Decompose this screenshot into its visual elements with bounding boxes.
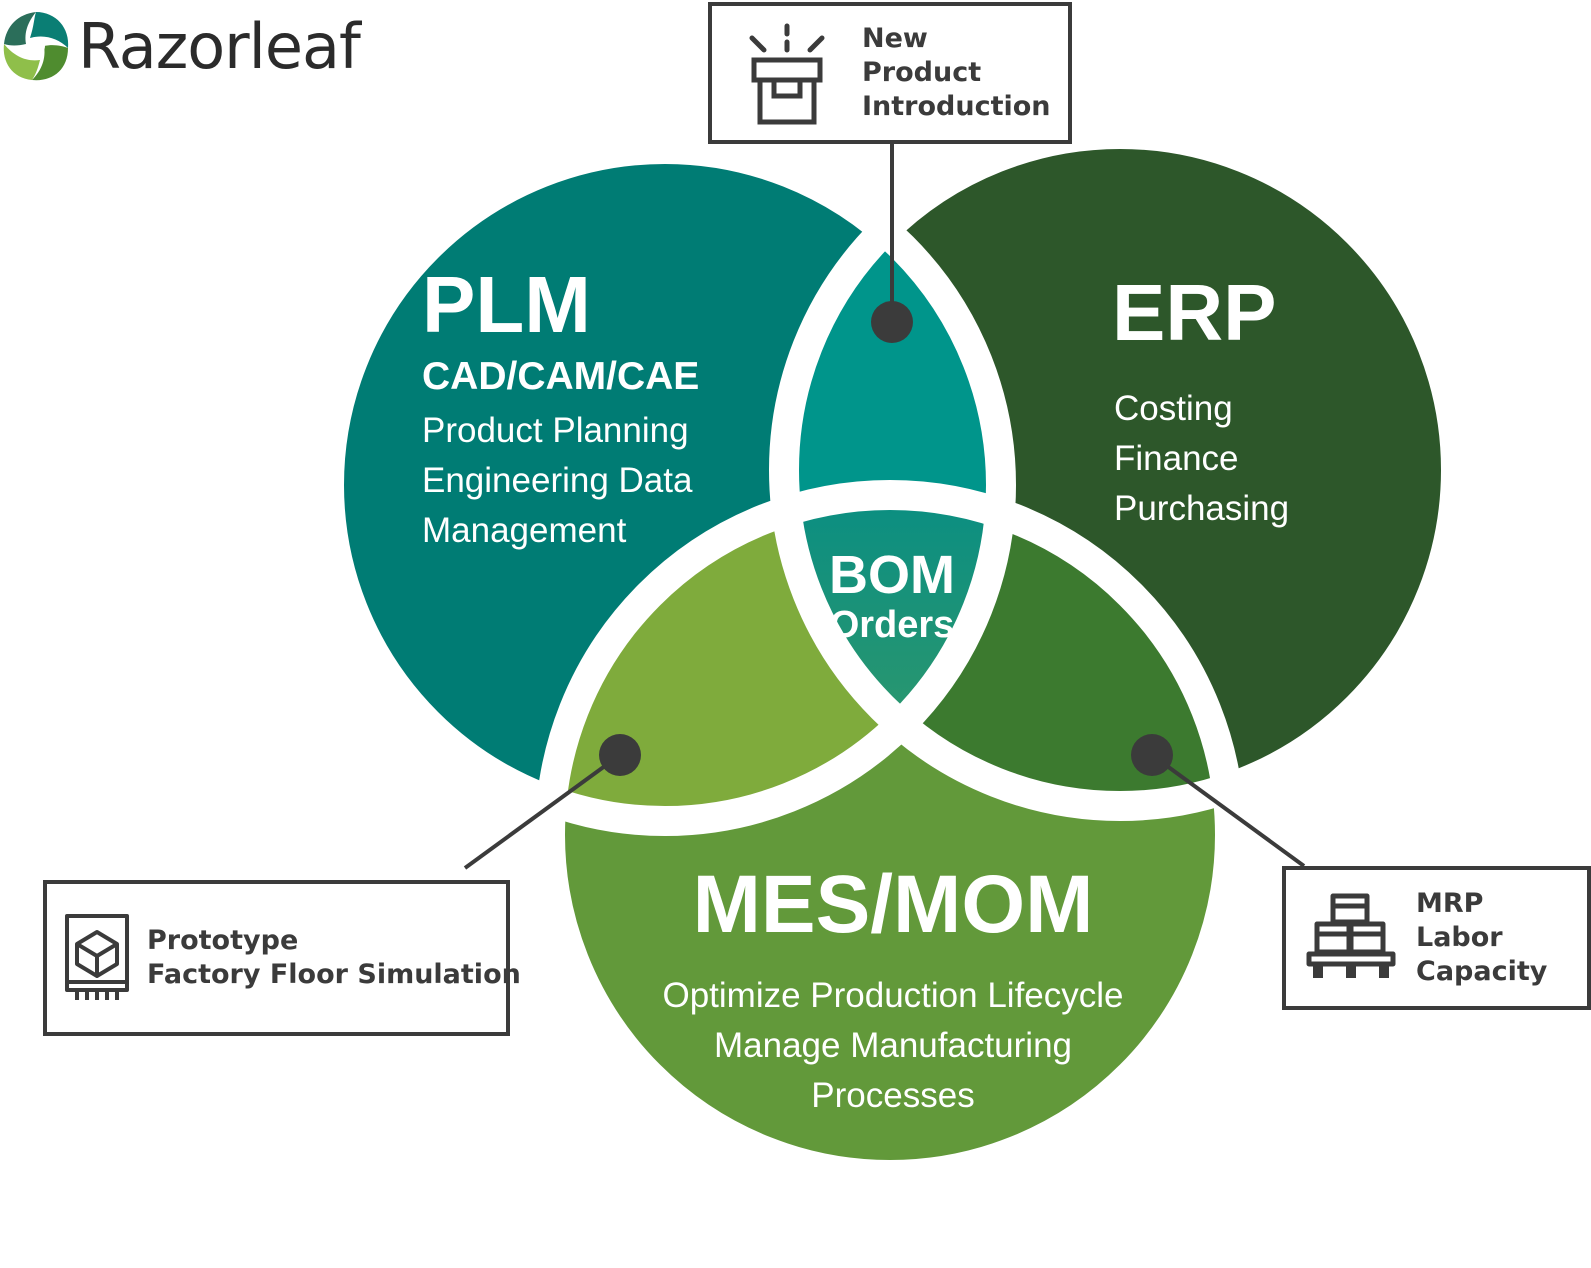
mrp-label-line-3: Capacity <box>1416 956 1548 987</box>
prototype-label: Prototype Factory Floor Simulation <box>147 924 521 992</box>
center-line-1: BOM <box>829 545 955 605</box>
pallet-boxes-icon <box>1286 888 1416 988</box>
npi-label: New Product Introduction <box>862 22 1051 124</box>
plm-title: PLM <box>422 260 591 349</box>
brand-logo: Razorleaf <box>0 8 361 84</box>
plm-line-2: Engineering Data <box>422 461 693 500</box>
erp-title: ERP <box>1112 268 1277 357</box>
leaf-logo-icon <box>3 12 69 81</box>
mrp-label-line-2: Labor <box>1416 922 1503 953</box>
mrp-label: MRP Labor Capacity <box>1416 887 1547 989</box>
center-line-2: Orders <box>830 604 955 646</box>
plm-circle-outline <box>314 134 1016 836</box>
mes-circle-outline <box>535 480 1245 1190</box>
mrp-connector-dot <box>1131 734 1173 776</box>
mes-line-3: Processes <box>811 1076 974 1115</box>
brand-name: Razorleaf <box>78 9 361 83</box>
prototype-label-line-1: Prototype <box>147 925 299 956</box>
npi-label-line-3: Introduction <box>862 91 1051 122</box>
npi-label-line-2: Product <box>862 57 982 88</box>
erp-line-2: Finance <box>1114 439 1239 478</box>
mrp-label-line-1: MRP <box>1416 888 1484 919</box>
mes-line-2: Manage Manufacturing <box>714 1026 1072 1065</box>
npi-label-line-1: New <box>862 23 928 54</box>
plm-subtitle: CAD/CAM/CAE <box>422 355 699 398</box>
open-box-icon <box>712 18 862 128</box>
erp-line-3: Purchasing <box>1114 489 1289 528</box>
mes-line-1: Optimize Production Lifecycle <box>662 976 1123 1015</box>
3d-cube-print-icon <box>47 910 147 1006</box>
plm-line-3: Management <box>422 511 627 550</box>
prototype-connector-line <box>463 753 622 870</box>
mes-title: MES/MOM <box>693 859 1094 950</box>
erp-line-1: Costing <box>1114 389 1233 428</box>
npi-connector-dot <box>871 301 913 343</box>
erp-mes-overlap <box>784 495 1230 806</box>
mrp-callout: MRP Labor Capacity <box>1282 866 1591 1010</box>
erp-circle-outline <box>769 119 1471 821</box>
prototype-callout: Prototype Factory Floor Simulation <box>43 880 521 1036</box>
plm-mes-overlap <box>550 495 1001 821</box>
plm-line-1: Product Planning <box>422 411 689 450</box>
prototype-connector-dot <box>599 734 641 776</box>
npi-callout: New Product Introduction <box>708 2 1072 144</box>
mrp-connector-line <box>1150 753 1306 868</box>
prototype-label-line-2: Factory Floor Simulation <box>147 959 521 990</box>
